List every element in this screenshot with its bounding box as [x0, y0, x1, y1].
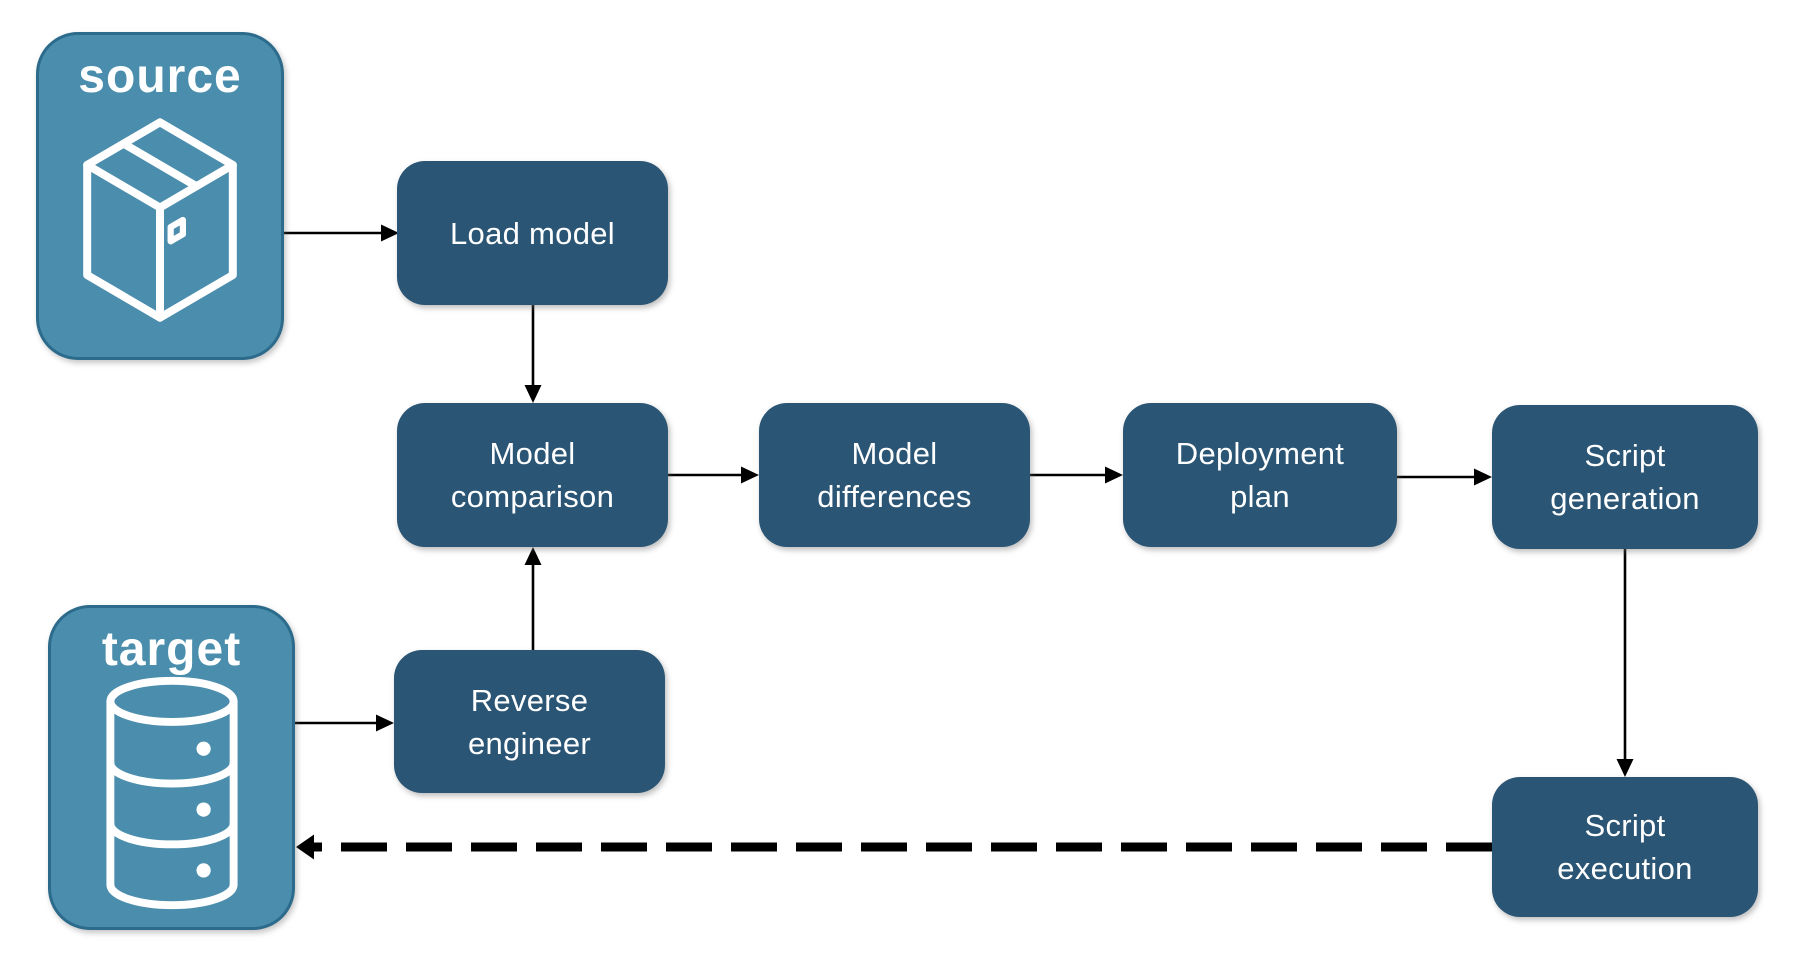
node-model-differences-label: Model differences: [817, 436, 972, 514]
node-load-model-label: Load model: [449, 215, 615, 251]
database-icon: [51, 676, 292, 910]
edge-source-to-load-model: [284, 224, 399, 242]
edge-target-to-reverse-engineer: [295, 714, 394, 732]
package-icon: [39, 103, 281, 337]
edge-model-comparison-to-model-differences: [668, 466, 759, 484]
edge-model-differences-to-deployment-plan: [1030, 466, 1123, 484]
edge-reverse-engineer-to-model-comparison: [524, 547, 542, 650]
target-container: target: [48, 605, 295, 930]
node-deployment-plan: Deployment plan: [1123, 403, 1397, 547]
node-load-model: Load model: [397, 161, 668, 305]
node-script-execution: Script execution: [1492, 777, 1758, 917]
edge-deployment-plan-to-script-generation: [1397, 468, 1492, 486]
edge-script-generation-to-script-execution: [1616, 549, 1634, 777]
source-label: source: [78, 50, 242, 103]
node-model-differences: Model differences: [759, 403, 1030, 547]
node-reverse-engineer-label: Reverse engineer: [467, 682, 592, 761]
node-deployment-plan-label: Deployment plan: [1175, 436, 1345, 514]
source-container: source: [36, 32, 284, 360]
node-reverse-engineer: Reverse engineer: [394, 650, 665, 793]
node-model-comparison-label: Model comparison: [450, 436, 615, 514]
node-script-generation: Script generation: [1492, 405, 1758, 549]
node-model-comparison: Model comparison: [397, 403, 668, 547]
edge-script-execution-to-target-dashed: [296, 834, 1492, 860]
target-label: target: [101, 623, 242, 676]
edge-load-model-to-model-comparison: [524, 305, 542, 403]
node-script-execution-label: Script execution: [1557, 808, 1693, 886]
node-script-generation-label: Script generation: [1550, 438, 1700, 516]
